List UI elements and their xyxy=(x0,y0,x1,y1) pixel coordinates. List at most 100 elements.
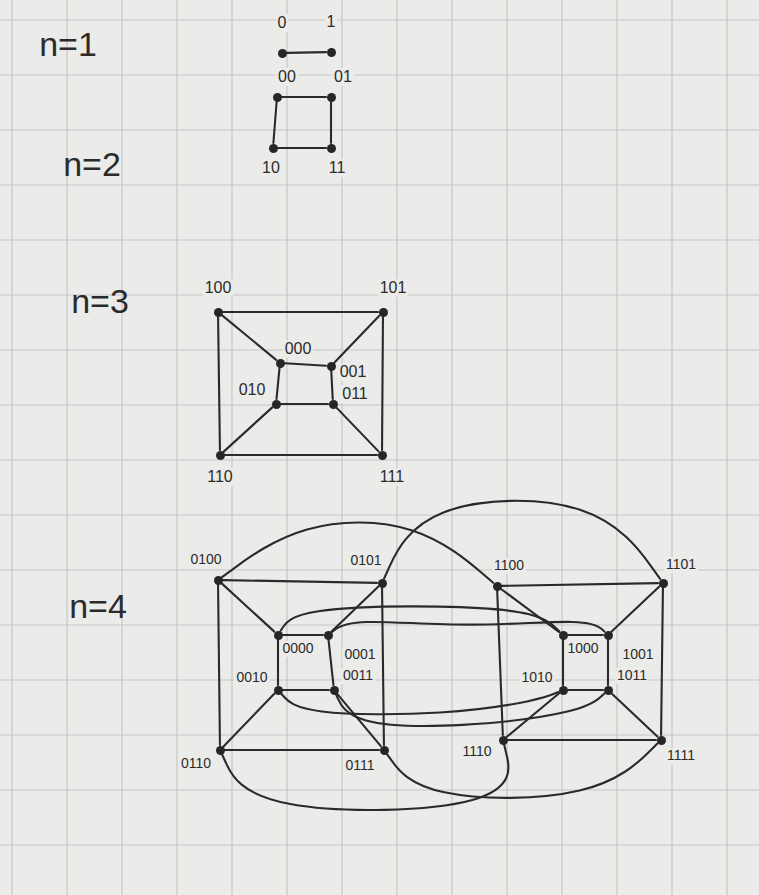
vertex-label: 1001 xyxy=(620,647,655,662)
cube-edge xyxy=(381,317,384,450)
grid-line xyxy=(66,0,67,895)
cube-edge xyxy=(562,640,564,685)
vertex-dot: 01 xyxy=(327,93,336,102)
cube-edge xyxy=(329,640,334,685)
vertex-dot: 1111 xyxy=(657,736,666,745)
vertex-dot: 1011 xyxy=(604,686,613,695)
cube-edge xyxy=(278,147,326,149)
vertex-dot: 0111 xyxy=(380,746,389,755)
vertex-dot: 00 xyxy=(273,93,282,102)
vertex-dot: 11 xyxy=(327,144,336,153)
cube-edge xyxy=(502,583,658,586)
grid-line xyxy=(0,239,759,240)
dimension-label: n=2 xyxy=(63,146,121,183)
cube-edge xyxy=(382,588,384,745)
cube-edge xyxy=(337,694,381,746)
vertex-label: 0001 xyxy=(342,647,377,662)
cube-edge xyxy=(223,311,378,313)
vertex-dot: 000 xyxy=(276,359,285,368)
vertex-label: 101 xyxy=(378,279,409,297)
vertex-label: 0110 xyxy=(179,756,213,771)
vertex-dot: 0110 xyxy=(216,746,225,755)
vertex-dot: 0000 xyxy=(274,631,283,640)
cube-edge xyxy=(612,586,660,631)
vertex-label: 00 xyxy=(276,68,298,86)
vertex-label: 1011 xyxy=(615,668,649,683)
cube-edge xyxy=(384,501,660,579)
vertex-label: 0 xyxy=(276,14,289,32)
grid-line xyxy=(726,0,727,895)
cube-edge xyxy=(223,580,377,583)
vertex-dot: 1010 xyxy=(559,686,568,695)
vertex-dot: 001 xyxy=(327,362,336,371)
vertex-label: 1010 xyxy=(519,670,554,685)
vertex-label: 10 xyxy=(260,159,282,177)
vertex-dot: 010 xyxy=(272,400,281,409)
vertex-label: 001 xyxy=(338,363,369,381)
vertex-dot: 110 xyxy=(216,451,225,460)
vertex-label: 111 xyxy=(378,468,406,486)
vertex-label: 1100 xyxy=(492,558,526,573)
grid-line xyxy=(451,0,452,895)
cube-edge xyxy=(222,745,508,810)
vertex-dot: 0011 xyxy=(330,686,339,695)
cube-edge xyxy=(273,102,276,143)
cube-edge xyxy=(282,96,326,98)
grid-line xyxy=(286,0,287,895)
vertex-label: 1000 xyxy=(565,641,600,656)
vertex-label: 0010 xyxy=(234,670,269,685)
cube-edge xyxy=(285,363,326,365)
vertex-label: 0000 xyxy=(280,641,315,656)
cube-edge xyxy=(508,739,656,741)
vertex-dot: 1 xyxy=(327,48,336,57)
grid-line xyxy=(396,0,397,895)
vertex-dot: 10 xyxy=(269,144,278,153)
grid-line xyxy=(0,129,759,130)
grid-line xyxy=(561,0,562,895)
vertex-dot: 0010 xyxy=(274,686,283,695)
cube-edge xyxy=(277,640,279,685)
grid-line xyxy=(0,404,759,405)
vertex-dot: 1001 xyxy=(604,631,613,640)
vertex-dot: 0 xyxy=(278,49,287,58)
vertex-label: 011 xyxy=(340,385,370,403)
dimension-label: n=3 xyxy=(71,283,129,320)
cube-edge xyxy=(283,689,329,691)
vertex-label: 1101 xyxy=(664,557,698,572)
vertex-dot: 011 xyxy=(329,400,338,409)
grid-line xyxy=(176,0,177,895)
cube-edge xyxy=(225,749,379,751)
dimension-label: n=4 xyxy=(69,588,127,625)
label-anchor: n=4 xyxy=(69,588,127,625)
grid-line xyxy=(616,0,617,895)
cube-edge xyxy=(568,689,603,691)
cube-edge xyxy=(225,454,377,456)
vertex-dot: 101 xyxy=(379,308,388,317)
label-anchor: n=2 xyxy=(63,146,121,183)
vertex-label: 000 xyxy=(283,340,314,358)
grid-line xyxy=(0,789,759,790)
cube-edge xyxy=(334,316,379,363)
cube-edge xyxy=(218,585,220,745)
cube-edge xyxy=(612,693,658,736)
cube-edge xyxy=(568,634,603,636)
label-anchor: n=3 xyxy=(71,283,129,320)
vertex-label: 1111 xyxy=(665,748,697,763)
vertex-dot: 100 xyxy=(214,308,223,317)
grid-line xyxy=(121,0,122,895)
cube-edge xyxy=(224,407,273,451)
cube-edge xyxy=(281,606,560,631)
vertex-dot: 111 xyxy=(378,451,387,460)
cube-edge xyxy=(222,583,275,631)
cube-edge xyxy=(336,408,378,452)
vertex-label: 0101 xyxy=(348,553,383,568)
grid-line xyxy=(11,0,12,895)
cube-edge xyxy=(222,522,493,582)
vertex-label: 110 xyxy=(205,468,235,486)
grid-line xyxy=(0,74,759,75)
vertex-dot: 1101 xyxy=(659,579,668,588)
